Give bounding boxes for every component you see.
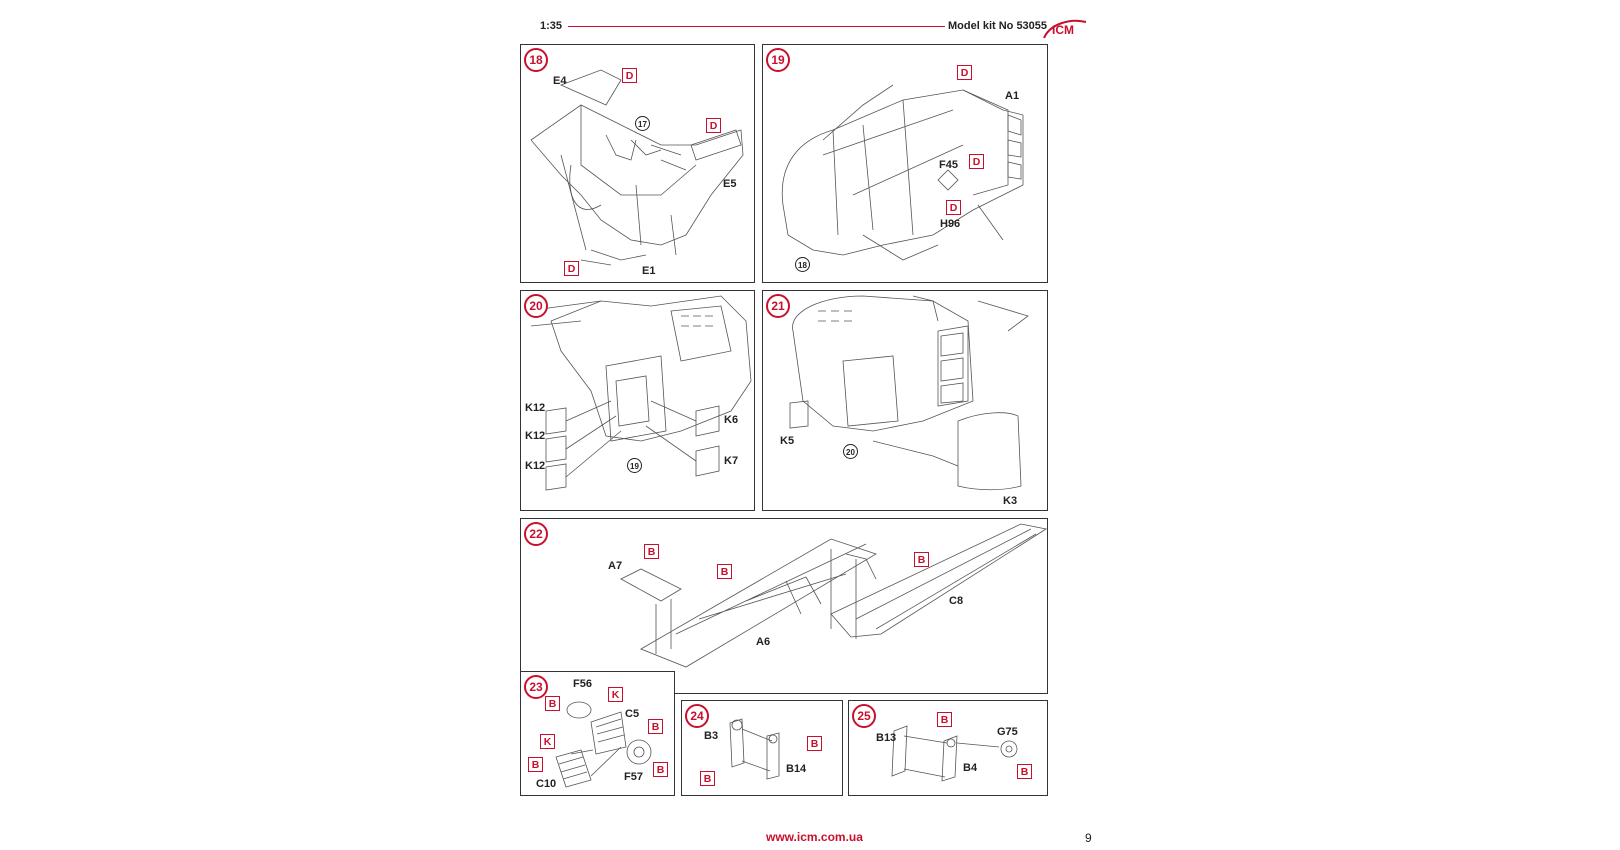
page-number: 9 — [1085, 831, 1092, 845]
part-b13-label: B13 — [876, 732, 897, 744]
glue-b-marker: B — [545, 696, 560, 711]
kit-number-label: Model kit No 53055 — [948, 20, 1048, 32]
part-a6-label: A6 — [756, 636, 771, 648]
step-18-panel: 18 E4 D 17 D E5 D E1 — [520, 44, 755, 283]
part-c5-label: C5 — [625, 708, 640, 720]
glue-b-marker: B — [717, 564, 732, 579]
part-k12-label: K12 — [525, 460, 546, 472]
glue-d-marker: D — [946, 200, 961, 215]
part-f57-label: F57 — [624, 771, 643, 783]
part-c10-label: C10 — [536, 778, 557, 790]
part-b14-label: B14 — [786, 763, 807, 775]
part-e1-label: E1 — [642, 265, 656, 277]
glue-b-marker: B — [1017, 764, 1032, 779]
part-c8-label: C8 — [949, 595, 964, 607]
step-23-number: 23 — [524, 675, 548, 699]
part-k12-label: K12 — [525, 430, 546, 442]
glue-b-marker: B — [700, 771, 715, 786]
step-24-panel: 24 B3 B B14 B — [681, 700, 843, 796]
part-e4-label: E4 — [553, 75, 567, 87]
scale-label: 1:35 — [540, 20, 563, 32]
step-24-bracket-drawing — [729, 718, 780, 780]
step-25-bracket-drawing — [891, 725, 1018, 782]
part-k7-label: K7 — [724, 455, 739, 467]
svg-text:ICM: ICM — [1052, 23, 1074, 37]
step-17-ref: 17 — [635, 116, 650, 131]
step-25-panel: 25 B13 B G75 B4 B — [848, 700, 1048, 796]
part-e5-label: E5 — [723, 178, 737, 190]
part-a7-label: A7 — [608, 560, 623, 572]
part-k12-label: K12 — [525, 402, 546, 414]
step-18-ref: 18 — [795, 257, 810, 272]
step-18-number: 18 — [524, 48, 548, 72]
glue-b-marker: B — [653, 762, 668, 777]
step-19-fuselage-drawing — [781, 84, 1024, 261]
glue-b-marker: B — [648, 719, 663, 734]
step-19-ref: 19 — [627, 458, 642, 473]
step-18-fuselage-drawing — [530, 69, 744, 266]
glue-b-marker: B — [644, 544, 659, 559]
glue-d-marker: D — [622, 68, 637, 83]
glue-k-marker: K — [540, 734, 555, 749]
part-a1-label: A1 — [1005, 90, 1020, 102]
glue-d-marker: D — [706, 118, 721, 133]
part-f56-label: F56 — [573, 678, 592, 690]
step-24-number: 24 — [685, 704, 709, 728]
step-20-cabin-drawing — [525, 295, 752, 491]
glue-d-marker: D — [957, 65, 972, 80]
glue-k-marker: K — [608, 687, 623, 702]
step-23-wheel-drawing — [555, 701, 652, 788]
icm-logo-icon: ICM — [1043, 19, 1087, 39]
part-k6-label: K6 — [724, 414, 739, 426]
part-k5-label: K5 — [780, 435, 795, 447]
step-19-number: 19 — [766, 48, 790, 72]
glue-d-marker: D — [969, 154, 984, 169]
step-21-panel: 21 K5 20 K3 — [762, 290, 1048, 511]
step-20-ref: 20 — [843, 444, 858, 459]
step-22-number: 22 — [524, 522, 548, 546]
part-g75-label: G75 — [997, 726, 1018, 738]
glue-d-marker: D — [564, 261, 579, 276]
step-20-panel: 20 K12 K12 K12 K6 K7 19 — [520, 290, 755, 511]
step-23-panel: 23 F56 B K C5 B K B B F57 C10 — [520, 671, 675, 796]
glue-b-marker: B — [528, 757, 543, 772]
glue-b-marker: B — [807, 736, 822, 751]
website-link[interactable]: www.icm.com.ua — [766, 830, 863, 844]
step-20-number: 20 — [524, 294, 548, 318]
step-21-number: 21 — [766, 294, 790, 318]
step-19-panel: 19 D A1 F45 D D H96 18 — [762, 44, 1048, 283]
header-rule — [568, 26, 945, 27]
part-b4-label: B4 — [963, 762, 978, 774]
part-f45-label: F45 — [939, 159, 958, 171]
part-k3-label: K3 — [1003, 495, 1018, 507]
step-25-number: 25 — [852, 704, 876, 728]
part-h96-label: H96 — [940, 218, 961, 230]
glue-b-marker: B — [937, 712, 952, 727]
part-b3-label: B3 — [704, 730, 719, 742]
step-22-panel: 22 A7 B B A6 B C8 — [520, 518, 1048, 694]
glue-b-marker: B — [914, 552, 929, 567]
step-22-tailboom-drawing — [620, 523, 1047, 668]
step-21-cabin-drawing — [789, 295, 1029, 491]
